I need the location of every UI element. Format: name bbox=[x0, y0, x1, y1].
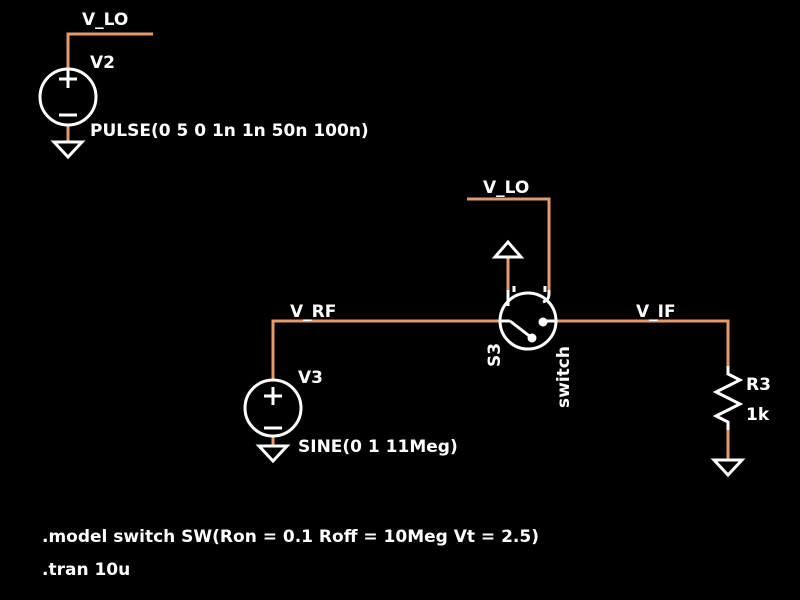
spice-directive-tran[interactable]: .tran 10u bbox=[42, 560, 131, 580]
ground-icon bbox=[50, 140, 86, 160]
v2-value[interactable]: PULSE(0 5 0 1n 1n 50n 100n) bbox=[90, 121, 369, 141]
r3-value[interactable]: 1k bbox=[746, 405, 770, 425]
wire-v-rf[interactable] bbox=[271, 319, 501, 380]
wire-v-lo-v2[interactable] bbox=[66, 32, 153, 69]
wires bbox=[66, 32, 730, 460]
s3-name: S3 bbox=[485, 342, 505, 367]
wire-v-lo-switch[interactable] bbox=[467, 197, 551, 290]
r3-name: R3 bbox=[746, 375, 771, 395]
r3-resistor-symbol[interactable] bbox=[712, 366, 744, 430]
net-label-v-if: V_IF bbox=[636, 302, 676, 322]
v3-voltage-source-symbol[interactable] bbox=[243, 378, 303, 438]
spice-directive-model[interactable]: .model switch SW(Ron = 0.1 Roff = 10Meg … bbox=[42, 527, 539, 547]
v3-value[interactable]: SINE(0 1 11Meg) bbox=[298, 437, 458, 457]
net-label-v-lo: V_LO bbox=[82, 10, 129, 30]
wire-v-if[interactable] bbox=[556, 319, 730, 366]
ground-icon bbox=[255, 444, 291, 464]
v2-name: V2 bbox=[90, 53, 115, 73]
net-label-v-rf: V_RF bbox=[290, 302, 337, 322]
v2-voltage-source-symbol[interactable] bbox=[38, 67, 98, 127]
v3-name: V3 bbox=[298, 368, 323, 388]
net-label-v-lo: V_LO bbox=[483, 178, 530, 198]
switch-ctrl-neg-arrow-icon bbox=[491, 239, 525, 259]
ground-icon bbox=[710, 458, 746, 478]
s3-model[interactable]: switch bbox=[554, 346, 574, 408]
s3-switch-symbol[interactable] bbox=[498, 286, 558, 351]
